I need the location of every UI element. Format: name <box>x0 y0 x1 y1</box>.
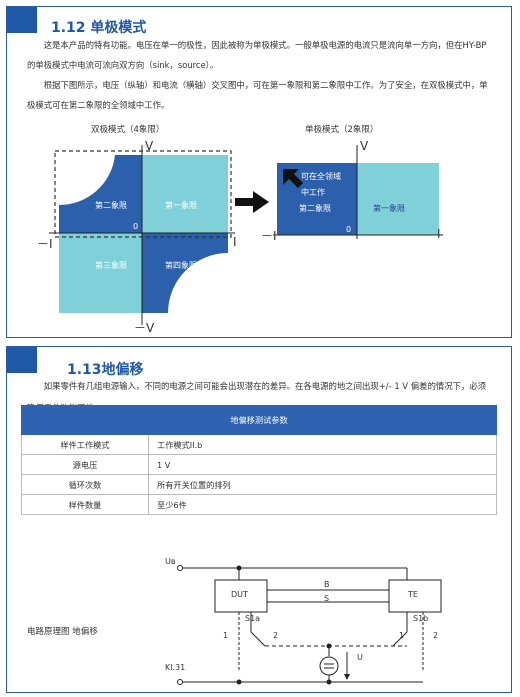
section-title: 1.12 单极模式 <box>51 20 147 36</box>
table-row: 样件工作模式 工作模式II.b <box>21 434 497 455</box>
ub-terminal <box>177 565 183 571</box>
table-value: 工作模式II.b <box>148 434 497 455</box>
arrow-shaft <box>235 198 253 206</box>
node-1-left: 1 <box>223 631 229 640</box>
left-q4-shape <box>142 233 228 313</box>
title-tab-marker <box>7 347 37 373</box>
right-note-line1: 可在全领域 <box>301 172 341 181</box>
table-header-row: 地偏移测试参数 <box>21 405 497 435</box>
right-v-plus: V <box>360 139 369 153</box>
table-key: 样件数量 <box>21 494 149 515</box>
right-diagram-caption: 单极模式（2象限） <box>305 125 379 135</box>
right-i-plus: I <box>437 227 441 241</box>
left-q4-label: 第四象限 <box>165 261 197 270</box>
left-diagram-caption: 双极模式（4象限） <box>91 125 165 135</box>
left-dashed-frame <box>54 150 232 238</box>
table-key: 循环次数 <box>21 474 149 495</box>
paragraph-intro: 这是本产品的特有功能。电压在单一的极性，因此被称为单极模式。一般单极电源的电流只… <box>27 40 487 70</box>
kl31-terminal <box>177 679 183 685</box>
quadrant-diagrams <box>49 145 443 325</box>
left-q2-shape <box>59 155 142 233</box>
left-v-plus: V <box>145 139 154 153</box>
left-q3-shape <box>59 233 142 313</box>
te-box <box>388 579 442 613</box>
left-v-minus: －V <box>134 321 155 335</box>
bus-b-label: B <box>324 580 330 589</box>
node-2-mid: 2 <box>273 631 279 640</box>
ground-offset-params-table: 地偏移测试参数 样件工作模式 工作模式II.b 源电压 1 V 循环次数 所有开… <box>21 405 497 515</box>
section-unipolar-mode: 1.12 单极模式 这是本产品的特有功能。电压在单一的极性，因此被称为单极模式。… <box>6 6 512 338</box>
node-1-mid: 1 <box>399 631 405 640</box>
table-value: 1 V <box>148 454 497 475</box>
circuit-caption: 电路原理图 地偏移 <box>27 627 98 637</box>
table-value: 所有开关位置的排列 <box>148 474 497 495</box>
table-key: 样件工作模式 <box>21 434 149 455</box>
left-q2-label: 第二象限 <box>95 201 127 210</box>
te-label: TE <box>408 590 418 599</box>
u-label: U <box>357 653 363 662</box>
table-row: 样件数量 至少6件 <box>21 494 497 515</box>
arrow-head <box>253 191 269 213</box>
circuit-diagram <box>177 565 442 685</box>
table-key: 源电压 <box>21 454 149 475</box>
s1b-label: S1b <box>413 614 429 623</box>
right-q1-label: 第一象限 <box>373 204 405 213</box>
title-tab-marker <box>7 7 37 33</box>
left-zero: 0 <box>133 222 139 231</box>
left-i-plus: I <box>233 235 237 249</box>
kl31-label: Kl.31 <box>165 663 186 672</box>
ub-label: Uʙ <box>165 557 176 566</box>
left-q1-shape <box>142 155 228 233</box>
section-ground-offset: 1.13地偏移 如果零件有几组电源输入，不同的电源之间可能会出现潜在的差异。在各… <box>6 346 512 693</box>
dut-box <box>214 579 268 613</box>
table-header: 地偏移测试参数 <box>21 405 497 435</box>
up-left-arrow-icon <box>283 169 303 188</box>
right-zero: 0 <box>346 225 352 234</box>
left-q3-label: 第三象限 <box>95 261 127 270</box>
right-q2-label: 第二象限 <box>299 204 331 213</box>
dut-label: DUT <box>231 590 248 599</box>
table-row: 源电压 1 V <box>21 454 497 475</box>
bus-s-label: S <box>324 594 330 603</box>
s1a-label: S1a <box>245 614 261 623</box>
paragraph-quadrants: 根据下图所示，电压（纵轴）和电流（横轴）交叉图中，可在第一象限和第二象限中工作。… <box>27 80 488 110</box>
voltage-source-icon <box>319 656 339 676</box>
right-i-minus: －I <box>261 229 277 243</box>
switch-s1a <box>250 631 266 647</box>
switch-s1b <box>392 631 408 647</box>
left-i-minus: －I <box>37 237 53 251</box>
table-value: 至少6件 <box>148 494 497 515</box>
left-q1-label: 第一象限 <box>165 201 197 210</box>
right-q1-shape <box>357 163 439 235</box>
table-row: 循环次数 所有开关位置的排列 <box>21 474 497 495</box>
section-title: 1.13地偏移 <box>67 362 144 378</box>
node-2-right: 2 <box>433 631 439 640</box>
right-note-line2: 中工作 <box>301 188 325 197</box>
